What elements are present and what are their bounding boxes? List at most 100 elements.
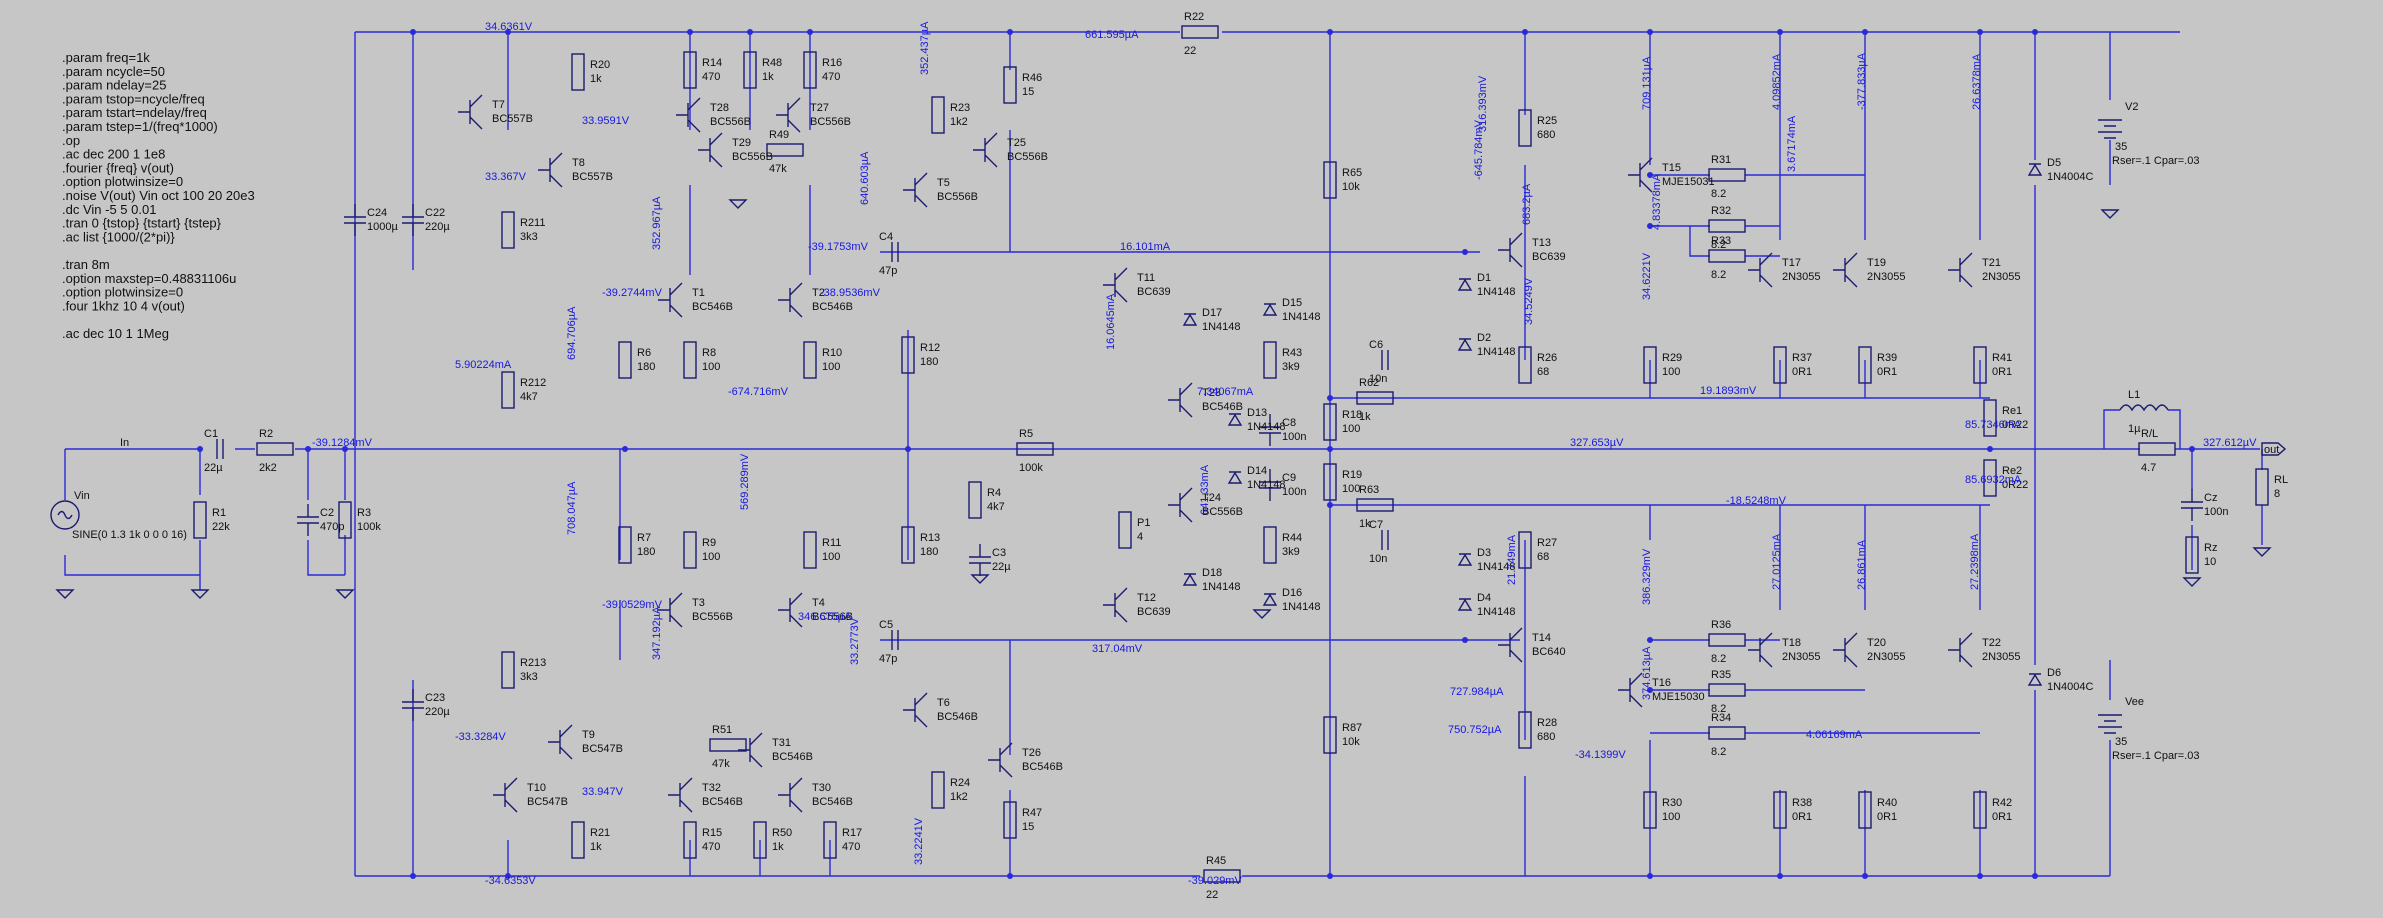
component-r22 bbox=[1181, 25, 1219, 39]
component-value: 22µ bbox=[204, 462, 223, 474]
op-value: -34.1399V bbox=[1575, 749, 1626, 761]
op-value: 33.2241V bbox=[913, 817, 925, 865]
component-value: 470 bbox=[822, 71, 840, 83]
component-ref: T7 bbox=[492, 99, 505, 111]
component-ref: R46 bbox=[1022, 72, 1042, 84]
component-value: 0R22 bbox=[2002, 419, 2028, 431]
directive-line: .ac list {1000/(2*pi)} bbox=[62, 229, 175, 244]
component-value: 22µ bbox=[992, 561, 1011, 573]
component-value: 220µ bbox=[425, 221, 450, 233]
component-value: 8.2 bbox=[1711, 188, 1726, 200]
component-ref: R50 bbox=[772, 827, 792, 839]
component-value: 8 bbox=[2274, 488, 2280, 500]
component-value: BC556B bbox=[692, 611, 733, 623]
component-d14 bbox=[1227, 471, 1243, 484]
component-value: 1k bbox=[1359, 411, 1371, 423]
component-ref: T31 bbox=[772, 737, 791, 749]
component-ref: T23 bbox=[1202, 387, 1221, 399]
component-r46 bbox=[1003, 66, 1017, 104]
component-value: 100n bbox=[1282, 431, 1306, 443]
component-value: 1N4148 bbox=[1247, 479, 1286, 491]
op-value: 4.09852mA bbox=[1771, 53, 1783, 110]
component-d18 bbox=[1182, 573, 1198, 586]
component-r29 bbox=[1643, 346, 1657, 384]
component-r211 bbox=[501, 211, 515, 249]
component-r40 bbox=[1858, 791, 1872, 829]
component-value: 1k bbox=[1359, 518, 1371, 530]
directive-line: .ac dec 10 1 1Meg bbox=[62, 326, 169, 341]
component-value: BC556B bbox=[812, 611, 853, 623]
component-t24 bbox=[1168, 487, 1193, 523]
component-ref: R42 bbox=[1992, 797, 2012, 809]
component-value: 2N3055 bbox=[1782, 271, 1821, 283]
component-value: 0R1 bbox=[1792, 366, 1812, 378]
component-ref: R31 bbox=[1711, 154, 1731, 166]
component-value: 68 bbox=[1537, 551, 1549, 563]
op-value: 694.706µA bbox=[566, 306, 578, 360]
component-value: BC547B bbox=[582, 743, 623, 755]
component-r47 bbox=[1003, 801, 1017, 839]
op-value: 727.984µA bbox=[1450, 686, 1504, 698]
component-ref: R26 bbox=[1537, 352, 1557, 364]
directive-line: .fourier {freq} v(out) bbox=[62, 160, 174, 175]
component-r37 bbox=[1773, 346, 1787, 384]
component-ref: R4 bbox=[987, 487, 1001, 499]
op-value: -33.3284V bbox=[455, 731, 506, 743]
component-cz bbox=[2181, 489, 2203, 521]
component-ref: R10 bbox=[822, 347, 842, 359]
component-ref: C1 bbox=[204, 428, 218, 440]
op-value: 33.2773V bbox=[849, 617, 861, 665]
component-r41 bbox=[1973, 346, 1987, 384]
component-l1 bbox=[2119, 404, 2169, 412]
component-ref: T30 bbox=[812, 782, 831, 794]
op-value: 27.2398mA bbox=[1969, 533, 1981, 590]
component-rl bbox=[2255, 468, 2269, 506]
component-t32 bbox=[668, 777, 693, 813]
component-t7 bbox=[458, 94, 483, 130]
component-ref: R37 bbox=[1792, 352, 1812, 364]
component-value: 15 bbox=[1022, 86, 1034, 98]
component-t8 bbox=[538, 152, 563, 188]
component-r32 bbox=[1708, 219, 1746, 233]
component-ref: R32 bbox=[1711, 205, 1731, 217]
component-value: 680 bbox=[1537, 731, 1555, 743]
component-ref: R212 bbox=[520, 377, 546, 389]
component-value: 220µ bbox=[425, 706, 450, 718]
component-value: 22k bbox=[212, 521, 230, 533]
op-value: 4.83378mA bbox=[1651, 173, 1663, 230]
vin-value: SINE(0 1.3 1k 0 0 0 16) bbox=[72, 529, 187, 541]
component-ref: T16 bbox=[1652, 677, 1671, 689]
component-ref: D2 bbox=[1477, 332, 1491, 344]
component-ref: R19 bbox=[1342, 469, 1362, 481]
op-value: 750.752µA bbox=[1448, 724, 1502, 736]
component-value: 47p bbox=[879, 265, 897, 277]
component-ref: R15 bbox=[702, 827, 722, 839]
component-r42 bbox=[1973, 791, 1987, 829]
op-value: 21.749mA bbox=[1506, 534, 1518, 585]
component-value: BC556B bbox=[1202, 506, 1243, 518]
component-ref: T2 bbox=[812, 287, 825, 299]
component-value: 1000µ bbox=[367, 221, 398, 233]
component-ref: C3 bbox=[992, 547, 1006, 559]
component-d17 bbox=[1182, 313, 1198, 326]
component-value: 100 bbox=[702, 551, 720, 563]
component-t9 bbox=[548, 724, 573, 760]
component-value: 1N4148 bbox=[1202, 581, 1241, 593]
component-value: BC640 bbox=[1532, 646, 1566, 658]
component-value: MJE15031 bbox=[1662, 176, 1715, 188]
component-value: 100 bbox=[822, 361, 840, 373]
component-value: 1k bbox=[590, 841, 602, 853]
component-value: 8.2 bbox=[1711, 269, 1726, 281]
op-value: 33.367V bbox=[485, 171, 527, 183]
op-value: 347.192µA bbox=[651, 606, 663, 660]
component-value: 2N3055 bbox=[1782, 651, 1821, 663]
component-ref: T18 bbox=[1782, 637, 1801, 649]
component-value: 180 bbox=[920, 356, 938, 368]
component-ref: R5 bbox=[1019, 428, 1033, 440]
component-ref: C4 bbox=[879, 231, 893, 243]
component-value: 100 bbox=[1342, 483, 1360, 495]
component-value: 22 bbox=[1184, 45, 1196, 57]
component-value: 0R1 bbox=[1792, 811, 1812, 823]
component-value: 100n bbox=[1282, 486, 1306, 498]
component-value: BC546B bbox=[937, 711, 978, 723]
